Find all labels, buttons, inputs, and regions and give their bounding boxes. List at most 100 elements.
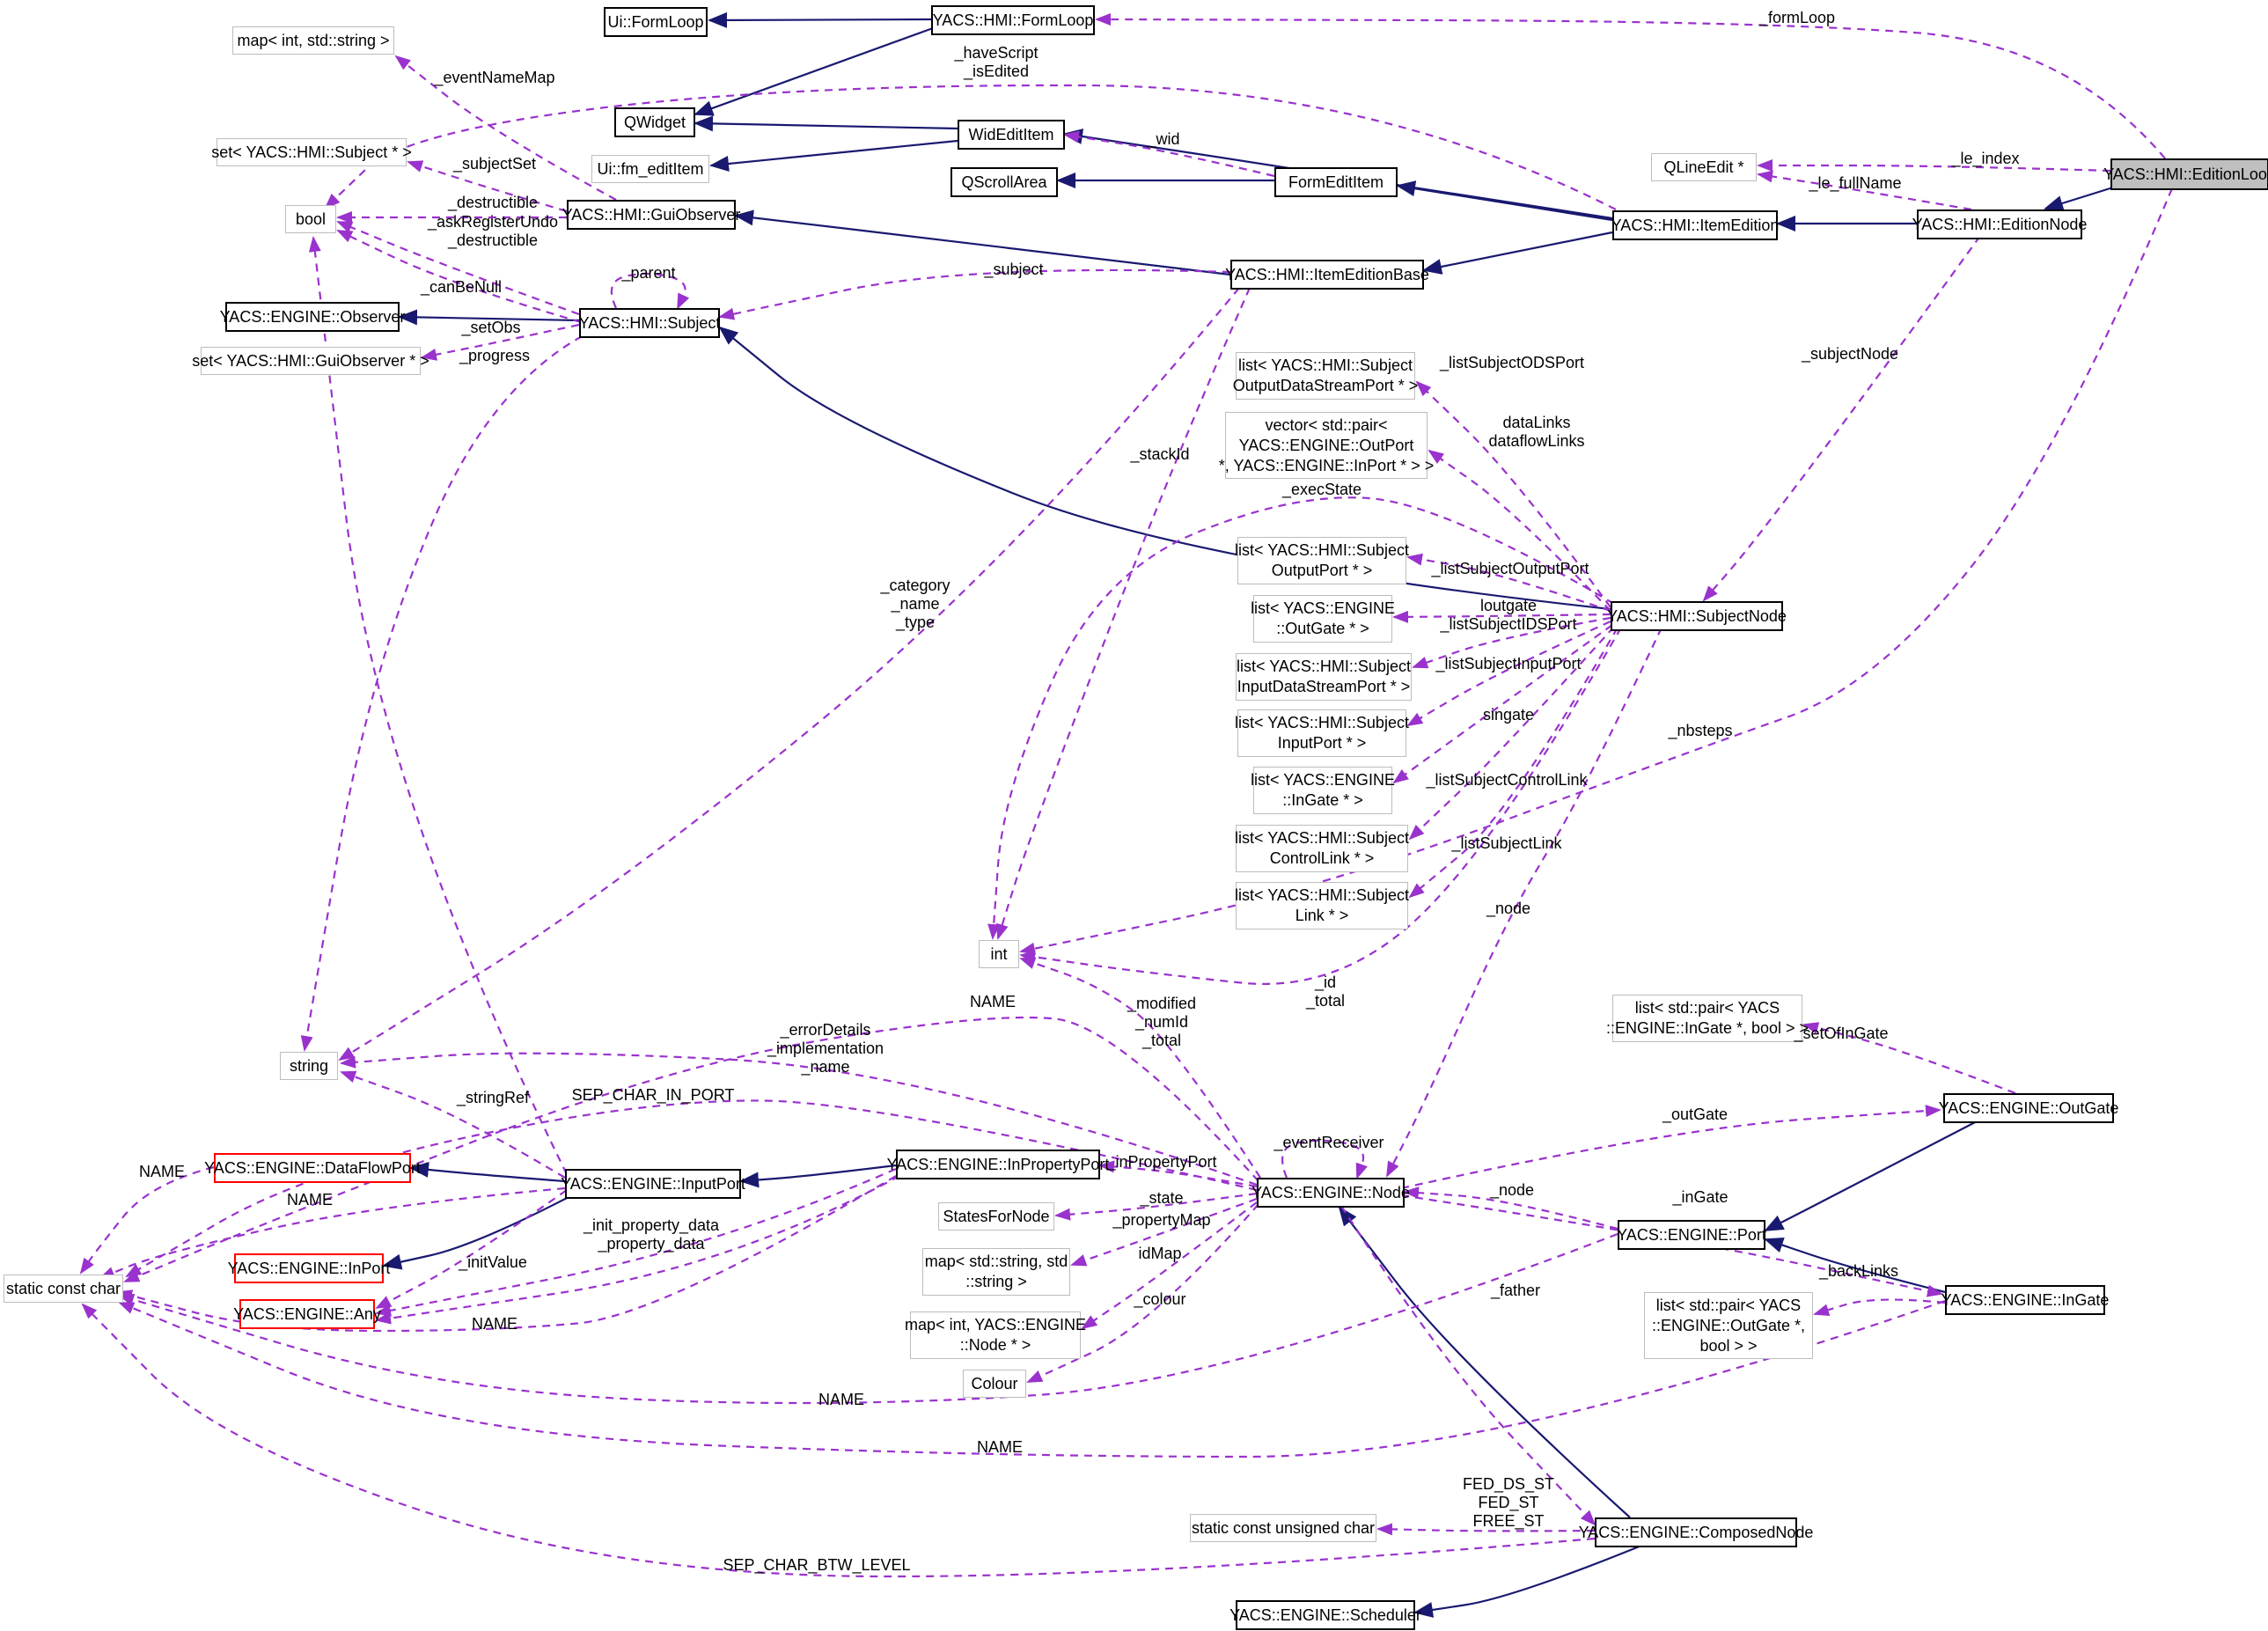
class-box-string[interactable]: string <box>280 1052 338 1080</box>
class-box-colour[interactable]: Colour <box>963 1370 1026 1398</box>
edge-inpropertyport-any <box>375 1167 897 1317</box>
class-box-label: InputDataStreamPort * > <box>1237 678 1411 695</box>
edge-label: _le_fullName <box>1809 174 1902 192</box>
edge-subjectnode-list_outputport <box>1406 553 1611 613</box>
class-box-statesfornode[interactable]: StatesForNode <box>938 1202 1054 1231</box>
edge-subjectnode-list_ingate <box>1392 624 1613 784</box>
edge-composednode-static_char <box>81 1303 1596 1578</box>
class-box-list_outgate[interactable]: list< YACS::ENGINE::OutGate * > <box>1251 595 1395 643</box>
edge-label: _node <box>1489 1181 1535 1199</box>
edge-label: _canBeNull <box>420 278 503 296</box>
class-box-list_ingate[interactable]: list< YACS::ENGINE::InGate * > <box>1251 767 1395 814</box>
edge-node-colour <box>1026 1203 1259 1384</box>
class-box-dataflowport[interactable]: YACS::ENGINE::DataFlowPort <box>204 1153 421 1183</box>
class-box-label: StatesForNode <box>943 1207 1050 1225</box>
edge-label: NAME <box>286 1191 334 1209</box>
edge-itemeditionbase-guiobserver <box>734 209 1231 276</box>
class-box-ui_formloop[interactable]: Ui::FormLoop <box>604 7 708 37</box>
class-box-label: ::ENGINE::InGate *, bool > > <box>1605 1019 1809 1037</box>
edge-label: _inPropertyPort <box>1106 1153 1217 1171</box>
class-box-editionnode[interactable]: YACS::HMI::EditionNode <box>1912 209 2087 239</box>
edge-label: _execState <box>1281 481 1362 498</box>
class-box-qwidget[interactable]: QWidget <box>614 107 695 137</box>
class-box-inputport[interactable]: YACS::ENGINE::InputPort <box>561 1169 745 1199</box>
class-box-qscrollarea[interactable]: QScrollArea <box>951 167 1058 197</box>
class-box-label: InputPort * > <box>1277 734 1367 752</box>
edge-itemeditionbase-string <box>338 287 1240 1062</box>
edge-formedititem-widedititem <box>1063 130 1275 178</box>
class-box-label: WidEditItem <box>968 125 1054 143</box>
edge-label: _inGate <box>1672 1188 1729 1206</box>
class-box-label: YACS::ENGINE::Port <box>1617 1225 1766 1244</box>
class-box-qlineedit[interactable]: QLineEdit * <box>1651 153 1757 181</box>
class-box-widedititem[interactable]: WidEditItem <box>958 120 1065 150</box>
edge-subject-subject <box>610 272 690 310</box>
class-box-inpropertyport[interactable]: YACS::ENGINE::InPropertyPort <box>887 1150 1109 1179</box>
class-box-ui_fm_edititem[interactable]: Ui::fm_editItem <box>591 155 709 183</box>
class-box-label: YACS::ENGINE::ComposedNode <box>1578 1523 1814 1541</box>
edge-label: _subjectSet <box>452 155 537 173</box>
edge-port-static_char <box>118 1232 1618 1405</box>
class-box-label: YACS::ENGINE::Node <box>1251 1183 1410 1201</box>
edge-formloop-ui_formloop <box>708 11 932 28</box>
class-box-node[interactable]: YACS::ENGINE::Node <box>1251 1178 1410 1208</box>
edge-inpropertyport-inputport <box>739 1164 897 1188</box>
class-box-static_char[interactable]: static const char <box>4 1275 123 1303</box>
edge-label: _category_name_type <box>880 577 951 631</box>
class-box-label: list< YACS::HMI::Subject <box>1235 886 1409 904</box>
edge-label: _setObs <box>461 319 521 336</box>
class-box-label: set< YACS::HMI::GuiObserver * > <box>192 351 429 370</box>
class-box-map_int_node[interactable]: map< int, YACS::ENGINE::Node * > <box>905 1311 1086 1359</box>
class-box-inport[interactable]: YACS::ENGINE::InPort <box>228 1253 390 1283</box>
class-box-subjectnode[interactable]: YACS::HMI::SubjectNode <box>1607 601 1787 631</box>
class-box-label: static const unsigned char <box>1191 1518 1376 1537</box>
class-box-vector_pair[interactable]: vector< std::pair<YACS::ENGINE::OutPort*… <box>1219 412 1434 479</box>
class-box-scheduler[interactable]: YACS::ENGINE::Scheduler <box>1229 1600 1421 1630</box>
edge-node-static_char <box>125 1099 1258 1278</box>
edge-node-composednode <box>1340 1205 1596 1526</box>
edge-itemeditionbase-int <box>996 287 1251 940</box>
edge-inputport-any <box>375 1189 568 1309</box>
class-box-bool[interactable]: bool <box>285 205 336 233</box>
edge-label: _listSubjectLink <box>1451 834 1562 852</box>
edge-subjectnode-list_odsp <box>1415 380 1611 608</box>
class-box-int[interactable]: int <box>979 940 1019 968</box>
class-box-label: list< YACS::ENGINE <box>1251 771 1395 789</box>
edge-label: _initValue <box>459 1253 527 1271</box>
class-box-port[interactable]: YACS::ENGINE::Port <box>1617 1220 1766 1250</box>
class-box-subject[interactable]: YACS::HMI::Subject <box>579 308 720 338</box>
class-box-map_str_str[interactable]: map< std::string, std::string > <box>922 1248 1070 1296</box>
edge-label: _propertyMap <box>1112 1211 1211 1229</box>
class-box-list_pair_ingate[interactable]: list< std::pair< YACS::ENGINE::InGate *,… <box>1606 995 1809 1042</box>
edge-subjectnode-node <box>1386 627 1662 1178</box>
class-box-map_int_str[interactable]: map< int, std::string > <box>232 26 394 55</box>
class-box-formloop[interactable]: YACS::HMI::FormLoop <box>931 5 1095 35</box>
edge-composednode-node <box>1338 1206 1631 1518</box>
class-box-itemedition[interactable]: YACS::HMI::ItemEdition <box>1611 210 1779 240</box>
class-box-static_uchar[interactable]: static const unsigned char <box>1190 1514 1376 1542</box>
class-box-formedititem[interactable]: FormEditItem <box>1274 167 1398 197</box>
class-box-observer[interactable]: YACS::ENGINE::Observer <box>220 302 405 332</box>
class-box-any[interactable]: YACS::ENGINE::Any <box>233 1299 381 1329</box>
edge-label: _init_property_data_property_data <box>583 1216 720 1253</box>
class-box-set_subject[interactable]: set< YACS::HMI::Subject * > <box>211 138 412 166</box>
class-box-set_guiobserver[interactable]: set< YACS::HMI::GuiObserver * > <box>192 347 429 375</box>
edge-itemeditionbase-subject <box>718 268 1231 320</box>
edge-label: NAME <box>976 1438 1024 1456</box>
class-box-list_pair_outgate[interactable]: list< std::pair< YACS::ENGINE::OutGate *… <box>1644 1292 1813 1359</box>
edge-label: _eventNameMap <box>434 69 555 86</box>
class-box-composednode[interactable]: YACS::ENGINE::ComposedNode <box>1579 1517 1813 1547</box>
class-box-outgate[interactable]: YACS::ENGINE::OutGate <box>1939 1093 2118 1123</box>
class-box-guiobserver[interactable]: YACS::HMI::GuiObserver <box>562 200 740 230</box>
class-box-editionloop[interactable]: YACS::HMI::EditionLoop <box>2103 158 2268 190</box>
class-box-label: Ui::FormLoop <box>607 12 704 31</box>
class-box-itemeditionbase[interactable]: YACS::HMI::ItemEditionBase <box>1225 260 1429 290</box>
class-box-ingate[interactable]: YACS::ENGINE::InGate <box>1941 1285 2109 1315</box>
